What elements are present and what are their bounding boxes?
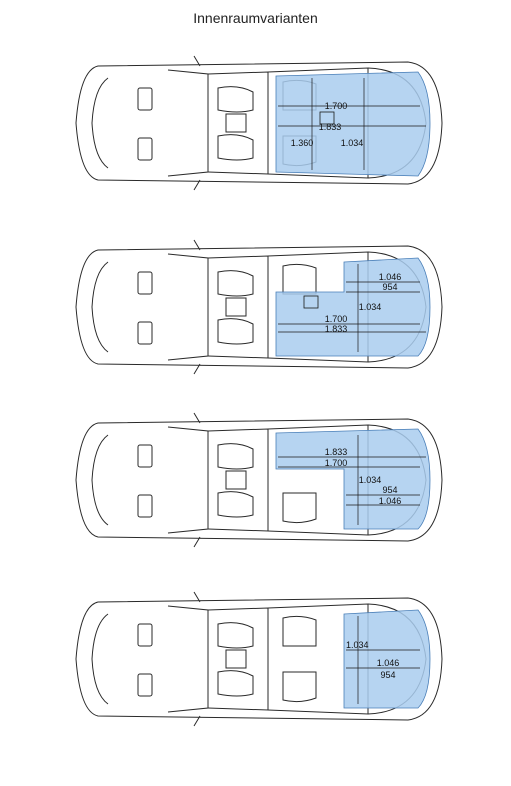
- cargo-box-icon: [303, 295, 319, 309]
- dim-label: 1.034: [359, 475, 382, 485]
- car-topview-4: 1.034 1.046 954: [75, 591, 443, 727]
- dim-label: 1.700: [325, 458, 348, 468]
- car-topview-1: 1.700 1.833 1.360 1.034: [75, 55, 443, 191]
- dimension-lines: [346, 616, 420, 704]
- cargo-area: [275, 257, 431, 357]
- page-title: Innenraumvarianten: [193, 10, 318, 26]
- car-topview-2: 1.046 954 1.034 1.700 1.833: [75, 239, 443, 375]
- dim-label: 954: [382, 282, 397, 292]
- dim-label: 1.700: [325, 314, 348, 324]
- car-body: [75, 239, 443, 375]
- cargo-area: [343, 609, 431, 709]
- cargo-area: [275, 428, 431, 530]
- dim-label: 1.833: [319, 122, 342, 132]
- dimension-lines: [278, 435, 426, 525]
- car-variant-3: 1.833 1.700 1.034 954 1.046: [68, 405, 448, 555]
- dim-label: 1.833: [325, 447, 348, 457]
- dim-label: 1.700: [325, 101, 348, 111]
- dim-label: 1.046: [379, 272, 402, 282]
- dim-label: 1.046: [377, 658, 400, 668]
- car-variant-1: 1.700 1.833 1.360 1.034: [68, 48, 448, 198]
- dim-label: 1.034: [359, 302, 382, 312]
- car-topview-3: 1.833 1.700 1.034 954 1.046: [75, 412, 443, 548]
- dim-label: 1.034: [346, 640, 369, 650]
- dim-label: 1.360: [291, 138, 314, 148]
- dim-label: 1.034: [341, 138, 364, 148]
- dim-label: 1.046: [379, 496, 402, 506]
- dimension-lines: [278, 264, 426, 352]
- car-variant-2: 1.046 954 1.034 1.700 1.833: [68, 232, 448, 382]
- dim-label: 954: [382, 485, 397, 495]
- cargo-box-icon: [319, 111, 335, 125]
- cargo-area: [275, 71, 431, 177]
- car-variant-4: 1.034 1.046 954: [68, 584, 448, 734]
- dim-label: 1.833: [325, 324, 348, 334]
- dimension-lines: [278, 78, 426, 170]
- dim-label: 954: [380, 670, 395, 680]
